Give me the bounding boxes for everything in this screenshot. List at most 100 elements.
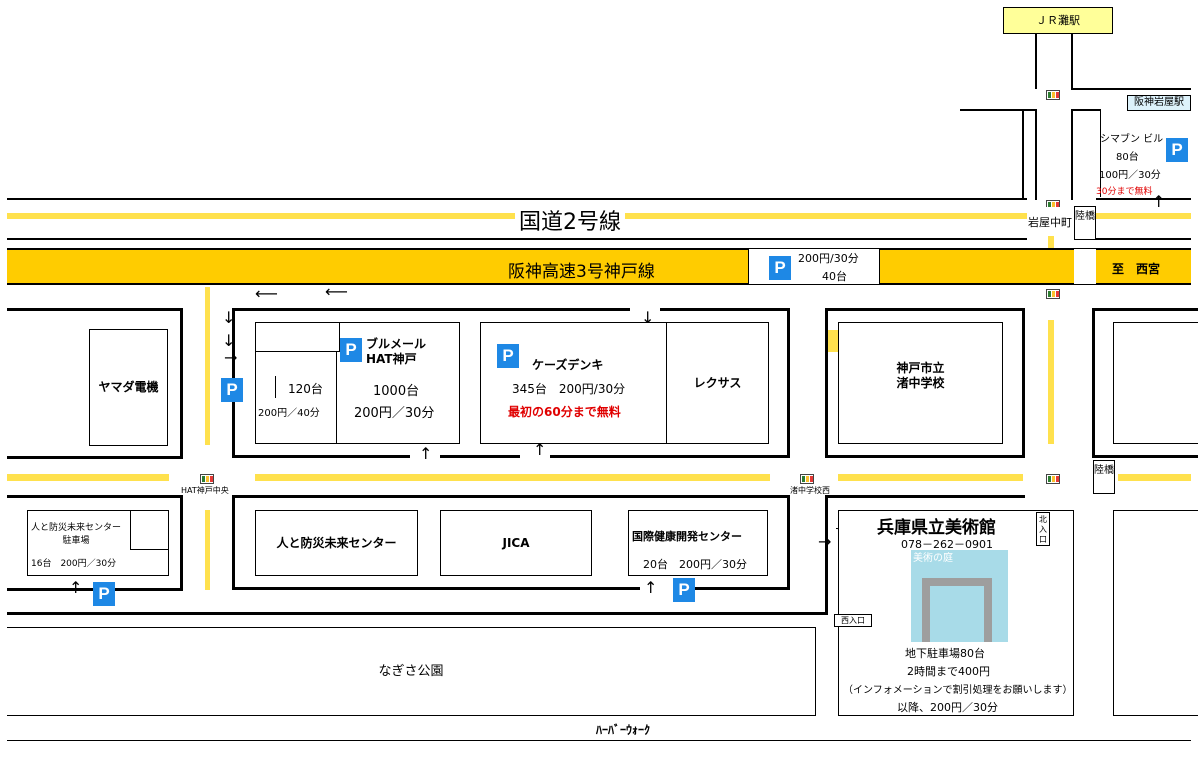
- middle-road-line-far-east: [1118, 474, 1191, 481]
- station-area-line-a: [1022, 109, 1024, 200]
- station-area-line-d: [1071, 109, 1101, 111]
- museum-parking-name: 地下駐車場80台: [905, 647, 985, 660]
- expressway-label: 阪神高速3号神戸線: [508, 262, 655, 282]
- shimabun-parking-icon[interactable]: P: [1166, 138, 1188, 162]
- route2-top-edge: [7, 198, 1027, 200]
- museum-phone: 078－262－0901: [901, 538, 993, 551]
- overpass-bottom-label: 陸橋: [1094, 465, 1114, 476]
- bleu-mer-inner-tick: [275, 376, 276, 398]
- shimabun-entry-arrow: ↑: [1152, 192, 1166, 211]
- shimabun-rate: 100円／30分: [1099, 170, 1161, 181]
- ks-denki-parking-icon[interactable]: P: [497, 344, 519, 368]
- traffic-signal-nagisa-west: [800, 474, 814, 484]
- traffic-arrow-down-2: ↓: [222, 331, 236, 350]
- traffic-signal-station: [1046, 90, 1060, 100]
- bleu-mer-parking-icon[interactable]: P: [340, 338, 362, 362]
- ks-denki-name: ケーズデンキ: [532, 358, 604, 372]
- hanshin-station-label: 阪神岩屋駅: [1134, 97, 1184, 108]
- bleu-mer-small-rate: 200円／40分: [258, 408, 320, 419]
- east-road-centerline: [1048, 320, 1054, 444]
- museum-parking-after: 以降、200円／30分: [897, 701, 998, 714]
- jr-nada-station: ＪＲ灘駅: [1003, 7, 1113, 34]
- south-road-top: [7, 612, 828, 615]
- harbor-walk-label: ﾊｰﾊﾞｰｳｫｰｸ: [596, 723, 651, 737]
- yamada-denki-building: ヤマダ電機: [89, 329, 168, 446]
- disaster-parking-name: 人と防災未来センター 駐車場: [31, 523, 122, 546]
- far-east-lower-building: [1113, 510, 1198, 716]
- middle-road-line-center: [255, 474, 770, 481]
- museum-block-left: [825, 495, 828, 615]
- sw-block-top: [7, 495, 183, 498]
- west-road-centerline-lower: [205, 510, 210, 590]
- museum-parking-rate: 2時間まで400円: [907, 665, 990, 678]
- health-center-building: [628, 510, 768, 576]
- west-road-parking-icon[interactable]: P: [221, 378, 243, 402]
- harbor-walk-line: [7, 740, 1191, 741]
- central-block-gap-top: [630, 306, 660, 312]
- museum-parking-note: （インフォメーションで割引処理をお願いします）: [843, 685, 1073, 696]
- ks-denki-info: 345台 200円/30分: [512, 382, 626, 396]
- east-road-centerline-upper: [1048, 236, 1054, 248]
- traffic-arrow-down-1: ↓: [222, 308, 236, 327]
- sw-block-right: [180, 495, 183, 590]
- route2-label: 国道2号線: [515, 204, 625, 236]
- ks-denki-free: 最初の60分まで無料: [508, 405, 621, 419]
- hat-kobe-chuo-label: HAT神戸中央: [181, 486, 229, 495]
- traffic-arrow-left-1: ⟵: [255, 284, 278, 303]
- bleu-mer-small-capacity: 120台: [288, 382, 323, 396]
- ks-denki-building: [480, 322, 670, 444]
- shimabun-capacity: 80台: [1116, 152, 1139, 163]
- traffic-signal-east-lower: [1046, 474, 1060, 484]
- nagisa-west-label: 渚中学校西: [790, 486, 830, 495]
- traffic-arrow-down-3: ↓: [641, 308, 655, 327]
- traffic-arrow-up-2: ↑: [533, 440, 547, 459]
- jica-label: JICA: [502, 536, 530, 550]
- north-entrance-label: 北入口: [1039, 515, 1047, 544]
- disaster-parking-icon[interactable]: P: [93, 582, 115, 606]
- central-lower-gap: [640, 586, 690, 592]
- route2-top-edge-east: [1096, 198, 1191, 200]
- health-center-name: 国際健康開発センター: [632, 530, 742, 543]
- museum-entry-arrow: →: [818, 532, 832, 551]
- traffic-signal-east-upper: [1046, 289, 1060, 299]
- expressway-parking-capacity: 40台: [822, 270, 847, 283]
- traffic-arrow-up-4: ↑: [644, 578, 658, 597]
- traffic-arrow-up-1: ↑: [419, 444, 433, 463]
- traffic-arrow-left-2: ⟵: [325, 282, 348, 301]
- west-block-bottom: [7, 456, 183, 459]
- expressway-east-divider: [1074, 249, 1096, 284]
- central-block-gap-right: [520, 454, 550, 460]
- jr-road-right: [1071, 34, 1073, 89]
- bleu-mer-divider: [336, 352, 337, 444]
- museum-name: 兵庫県立美術館: [877, 518, 996, 538]
- disaster-center-building: 人と防災未来センター: [255, 510, 418, 576]
- nagisa-block-yellow-mark: [828, 330, 838, 352]
- station-area-line-b: [1035, 109, 1037, 200]
- museum-underground-structure: [922, 578, 992, 642]
- middle-road-line-east: [838, 474, 1023, 481]
- nagisa-park-label: なぎさ公園: [378, 664, 444, 679]
- lexus-building: レクサス: [666, 322, 769, 444]
- museum-north-entrance: 北入口: [1036, 512, 1050, 546]
- to-nishinomiya-label: 至 西宮: [1112, 262, 1161, 276]
- health-parking-icon[interactable]: P: [673, 578, 695, 602]
- traffic-arrow-right-1: →: [224, 348, 238, 367]
- jr-road-joint-right: [1071, 88, 1191, 90]
- route2-centerline-east: [1096, 213, 1191, 219]
- central-lower-block: [232, 495, 790, 590]
- museum-west-entrance: 西入口: [834, 614, 872, 627]
- station-area-line-top: [960, 109, 1036, 111]
- overpass-top: 陸橋: [1074, 206, 1096, 240]
- nagisa-park: なぎさ公園: [7, 627, 816, 716]
- hanshin-iwaya-station: 阪神岩屋駅: [1127, 95, 1191, 111]
- iwaya-nakamachi4-crossing: 岩屋中町4: [1027, 207, 1073, 260]
- disaster-parking-info: 16台 200円／30分: [31, 559, 117, 569]
- expressway-parking-icon[interactable]: P: [769, 256, 791, 280]
- far-east-building: [1113, 322, 1198, 444]
- yamada-label: ヤマダ電機: [98, 380, 159, 394]
- disaster-parking-lot: [27, 510, 169, 576]
- west-block-top: [7, 308, 182, 311]
- museum-block-top: [825, 495, 1025, 498]
- route2-bottom-edge-east: [1096, 238, 1191, 240]
- bleu-mer-capacity: 1000台: [373, 384, 420, 399]
